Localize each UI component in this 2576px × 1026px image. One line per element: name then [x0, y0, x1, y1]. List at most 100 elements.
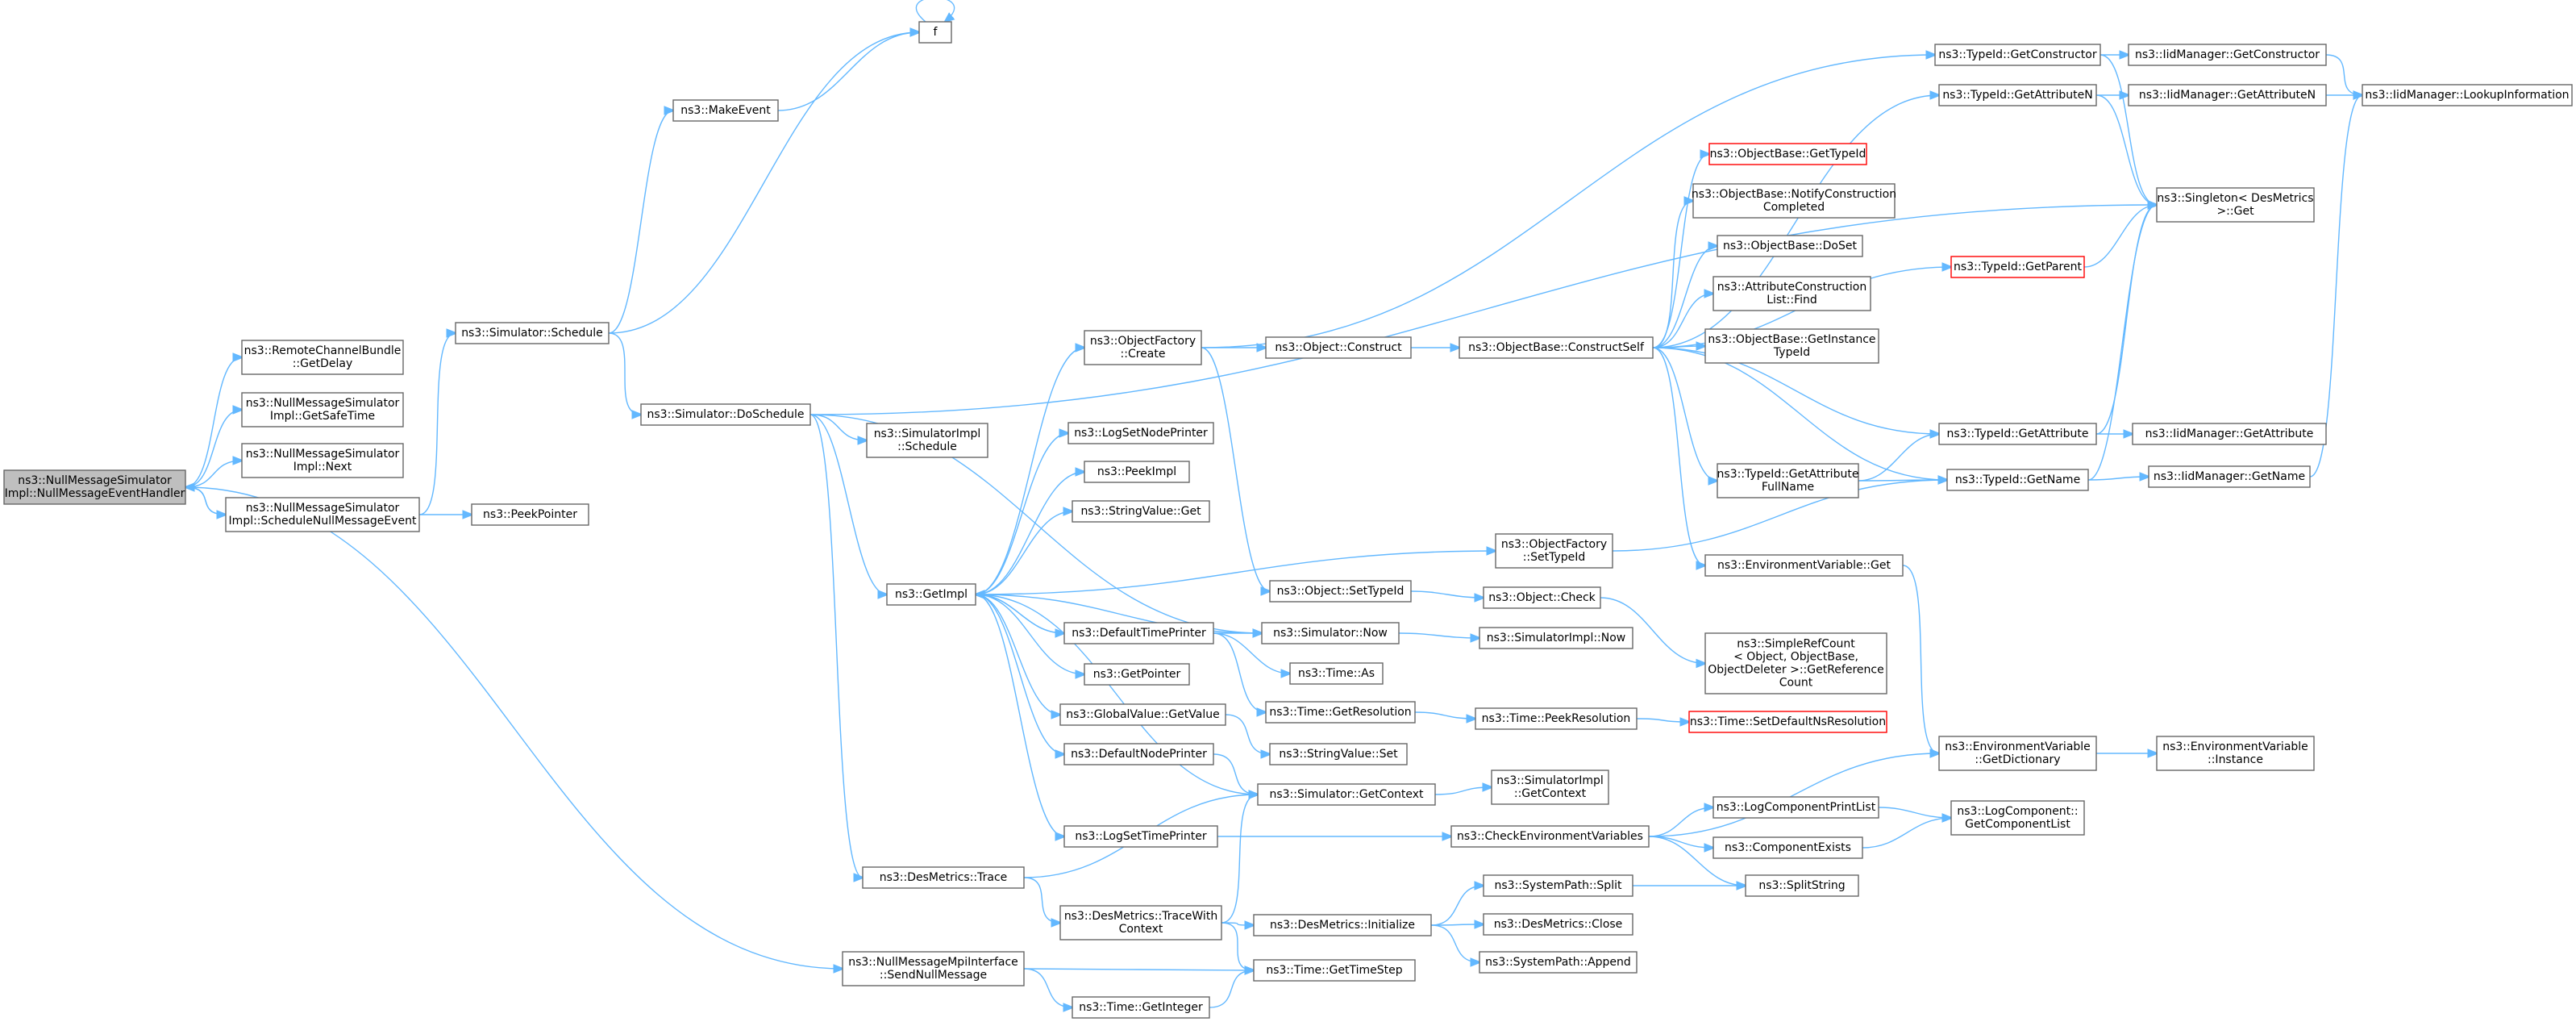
node-simimpl-now[interactable]: ns3::SimulatorImpl::Now	[1479, 627, 1633, 649]
node-box[interactable]	[1692, 183, 1896, 219]
node-box[interactable]	[1084, 461, 1190, 483]
node-objbase-constructself[interactable]: ns3::ObjectBase::ConstructSelf	[1459, 336, 1654, 359]
node-typeid-getattribute[interactable]: ns3::TypeId::GetAttribute	[1938, 423, 2097, 445]
node-box[interactable]	[1479, 951, 1638, 974]
node-simplerefcount[interactable]: ns3::SimpleRefCount< Object, ObjectBase,…	[1704, 632, 1887, 694]
node-simimpl-getcontext[interactable]: ns3::SimulatorImpl::GetContext	[1491, 770, 1609, 805]
node-box[interactable]	[1688, 711, 1887, 733]
node-box[interactable]	[241, 340, 404, 375]
node-time-getresolution[interactable]: ns3::Time::GetResolution	[1265, 701, 1416, 724]
node-root[interactable]: ns3::NullMessageSimulatorImpl::NullMessa…	[3, 469, 186, 505]
node-componentexists[interactable]: ns3::ComponentExists	[1712, 836, 1863, 859]
node-box[interactable]	[1059, 703, 1226, 726]
node-box[interactable]	[2156, 736, 2315, 771]
node-dm-initialize[interactable]: ns3::DesMetrics::Initialize	[1253, 914, 1432, 936]
node-time-as[interactable]: ns3::Time::As	[1289, 662, 1384, 685]
node-object-construct[interactable]: ns3::Object::Construct	[1265, 336, 1412, 359]
node-rcb-getdelay[interactable]: ns3::RemoteChannelBundle::GetDelay	[241, 340, 404, 375]
node-box[interactable]	[1459, 336, 1654, 359]
node-logsettimeprinter[interactable]: ns3::LogSetTimePrinter	[1063, 825, 1218, 848]
node-box[interactable]	[1072, 996, 1210, 1019]
node-box[interactable]	[1712, 276, 1871, 311]
node-iid-getattributen[interactable]: ns3::IidManager::GetAttributeN	[2128, 84, 2327, 106]
node-stringvalue-get[interactable]: ns3::StringValue::Get	[1072, 500, 1210, 523]
node-box[interactable]	[455, 322, 610, 344]
node-box[interactable]	[1745, 874, 1859, 897]
node-splitstring[interactable]: ns3::SplitString	[1745, 874, 1859, 897]
node-sim-getcontext[interactable]: ns3::Simulator::GetContext	[1257, 783, 1436, 806]
node-box[interactable]	[1261, 622, 1400, 644]
node-box[interactable]	[1495, 533, 1613, 569]
node-box[interactable]	[2148, 465, 2311, 488]
node-box[interactable]	[1717, 235, 1863, 257]
node-typeid-getconstructor[interactable]: ns3::TypeId::GetConstructor	[1934, 44, 2101, 66]
node-object-check[interactable]: ns3::Object::Check	[1483, 586, 1601, 609]
node-objfactory-create[interactable]: ns3::ObjectFactory::Create	[1084, 330, 1202, 365]
node-box[interactable]	[1067, 422, 1214, 444]
node-getpointer[interactable]: ns3::GetPointer	[1084, 663, 1190, 686]
node-box[interactable]	[1950, 256, 2085, 278]
node-box[interactable]	[1708, 143, 1867, 165]
node-iid-getname[interactable]: ns3::IidManager::GetName	[2148, 465, 2311, 488]
node-typeid-getname[interactable]: ns3::TypeId::GetName	[1946, 469, 2089, 491]
node-defaultnodeprinter[interactable]: ns3::DefaultNodePrinter	[1063, 743, 1214, 765]
node-box[interactable]	[862, 866, 1025, 889]
node-makeevent[interactable]: ns3::MakeEvent	[672, 99, 779, 122]
node-nmmpi-send[interactable]: ns3::NullMessageMpiInterface::SendNullMe…	[842, 951, 1025, 986]
node-box[interactable]	[2132, 423, 2327, 445]
node-objbase-gettypeid[interactable]: ns3::ObjectBase::GetTypeId	[1708, 143, 1867, 165]
node-stringvalue-set[interactable]: ns3::StringValue::Set	[1269, 743, 1408, 765]
node-box[interactable]	[1934, 44, 2101, 66]
node-box[interactable]	[1084, 663, 1190, 686]
node-simimpl-schedule[interactable]: ns3::SimulatorImpl::Schedule	[866, 423, 988, 458]
node-singleton-get[interactable]: ns3::Singleton< DesMetrics>::Get	[2156, 187, 2315, 223]
node-objbase-doset[interactable]: ns3::ObjectBase::DoSet	[1717, 235, 1863, 257]
node-getimpl[interactable]: ns3::GetImpl	[886, 583, 976, 606]
node-logcomponent-getcomponentlist[interactable]: ns3::LogComponent::GetComponentList	[1950, 800, 2085, 836]
node-box[interactable]	[1269, 743, 1408, 765]
node-box[interactable]	[1084, 330, 1202, 365]
node-box[interactable]	[1479, 627, 1633, 649]
node-box[interactable]	[1704, 632, 1887, 694]
node-systempath-split[interactable]: ns3::SystemPath::Split	[1483, 874, 1633, 897]
node-time-setdefaultnsres[interactable]: ns3::Time::SetDefaultNsResolution	[1688, 711, 1887, 733]
node-nms-schednull[interactable]: ns3::NullMessageSimulatorImpl::ScheduleN…	[225, 497, 420, 532]
node-box[interactable]	[866, 423, 988, 458]
node-box[interactable]	[1289, 662, 1384, 685]
node-box[interactable]	[918, 21, 952, 44]
node-sim-doschedule[interactable]: ns3::Simulator::DoSchedule	[640, 403, 811, 426]
node-box[interactable]	[1072, 500, 1210, 523]
node-box[interactable]	[842, 951, 1025, 986]
node-box[interactable]	[1938, 84, 2097, 106]
node-box[interactable]	[1491, 770, 1609, 805]
node-box[interactable]	[1938, 423, 2097, 445]
node-f[interactable]: f	[918, 21, 952, 44]
node-box[interactable]	[1938, 736, 2097, 771]
node-logsetnodeprinter[interactable]: ns3::LogSetNodePrinter	[1067, 422, 1214, 444]
node-box[interactable]	[1717, 463, 1859, 498]
node-box[interactable]	[1704, 328, 1879, 364]
node-box[interactable]	[241, 443, 404, 478]
node-defaulttimeprinter[interactable]: ns3::DefaultTimePrinter	[1063, 622, 1214, 644]
node-object-settypeid[interactable]: ns3::Object::SetTypeId	[1269, 580, 1412, 603]
node-peekimpl[interactable]: ns3::PeekImpl	[1084, 461, 1190, 483]
node-nms-getsafetime[interactable]: ns3::NullMessageSimulatorImpl::GetSafeTi…	[241, 392, 404, 428]
node-desmetrics-trace[interactable]: ns3::DesMetrics::Trace	[862, 866, 1025, 889]
node-box[interactable]	[1946, 469, 2089, 491]
node-checkenvvars[interactable]: ns3::CheckEnvironmentVariables	[1450, 825, 1650, 848]
node-box[interactable]	[1950, 800, 2085, 836]
node-iid-getconstructor[interactable]: ns3::IidManager::GetConstructor	[2128, 44, 2327, 66]
node-box[interactable]	[1059, 905, 1222, 940]
node-dm-close[interactable]: ns3::DesMetrics::Close	[1483, 913, 1633, 936]
node-time-gettimestep[interactable]: ns3::Time::GetTimeStep	[1253, 959, 1416, 982]
node-systempath-append[interactable]: ns3::SystemPath::Append	[1479, 951, 1638, 974]
node-box[interactable]	[1483, 586, 1601, 609]
node-box[interactable]	[1712, 836, 1863, 859]
node-box[interactable]	[1063, 622, 1214, 644]
node-box[interactable]	[672, 99, 779, 122]
node-box[interactable]	[225, 497, 420, 532]
